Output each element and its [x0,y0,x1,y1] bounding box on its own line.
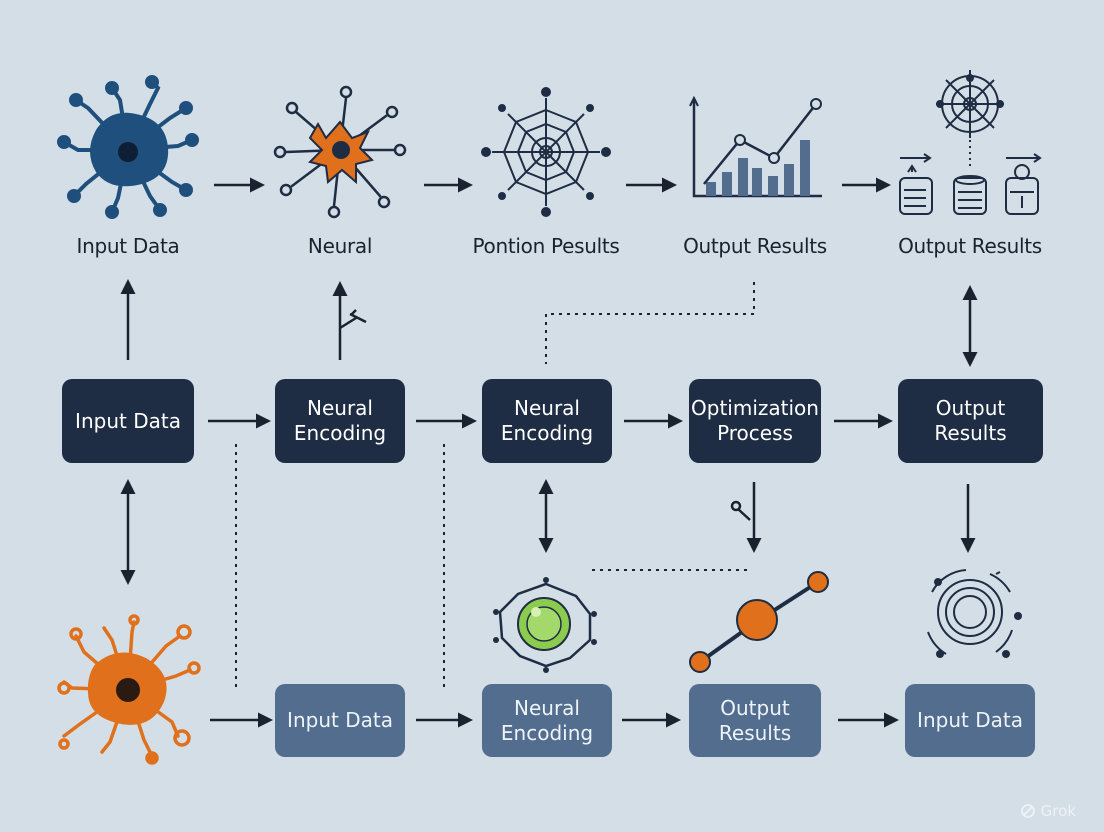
row1-label-pontion-pesults: Pontion Pesults [472,234,620,258]
node-label: Neural Encoding [500,396,594,445]
row1-label-neural: Neural [307,234,373,258]
node-label: Output Results [934,396,1007,445]
blue-neuron-icon [57,75,199,219]
node-label: Input Data [75,408,181,433]
node-input-data-lower: Input Data [275,684,405,757]
node-output-results-lower: Output Results [689,684,821,757]
bar-line-chart-icon [689,95,822,198]
grok-logo-icon [1020,804,1035,818]
watermark-text: Grok [1040,802,1076,820]
watermark: Grok [1020,802,1076,820]
orange-neuron-small-icon [273,85,407,219]
node-label: Input Data [287,708,393,732]
node-neural-encoding-lower: Neural Encoding [482,684,612,757]
node-optimization-process: Optimization Process [689,379,821,463]
node-label: Neural Encoding [500,695,594,745]
node-neural-encoding-2: Neural Encoding [482,379,612,463]
node-input-data-lower-2: Input Data [905,684,1035,757]
node-label: Optimization Process [691,396,819,445]
row1-label-output-results: Output Results [683,234,827,258]
node-label: Output Results [718,695,792,745]
row1-label-input-data: Input Data [76,234,180,258]
dashed-lines [235,282,755,690]
orange-neuron-large-icon [57,614,201,765]
green-cell-icon [493,577,597,673]
concentric-circles-icon [927,569,1022,658]
node-input-data: Input Data [62,379,194,463]
node-label: Neural Encoding [293,396,387,445]
node-neural-encoding-1: Neural Encoding [275,379,405,463]
row1-label-output-results-2: Output Results [898,234,1042,258]
spider-web-icon [481,87,611,217]
wheel-and-databases-icon [899,70,1042,215]
node-output-results: Output Results [898,379,1043,463]
molecule-icon [689,571,829,673]
connector-lines [120,177,978,728]
node-label: Input Data [917,708,1023,732]
